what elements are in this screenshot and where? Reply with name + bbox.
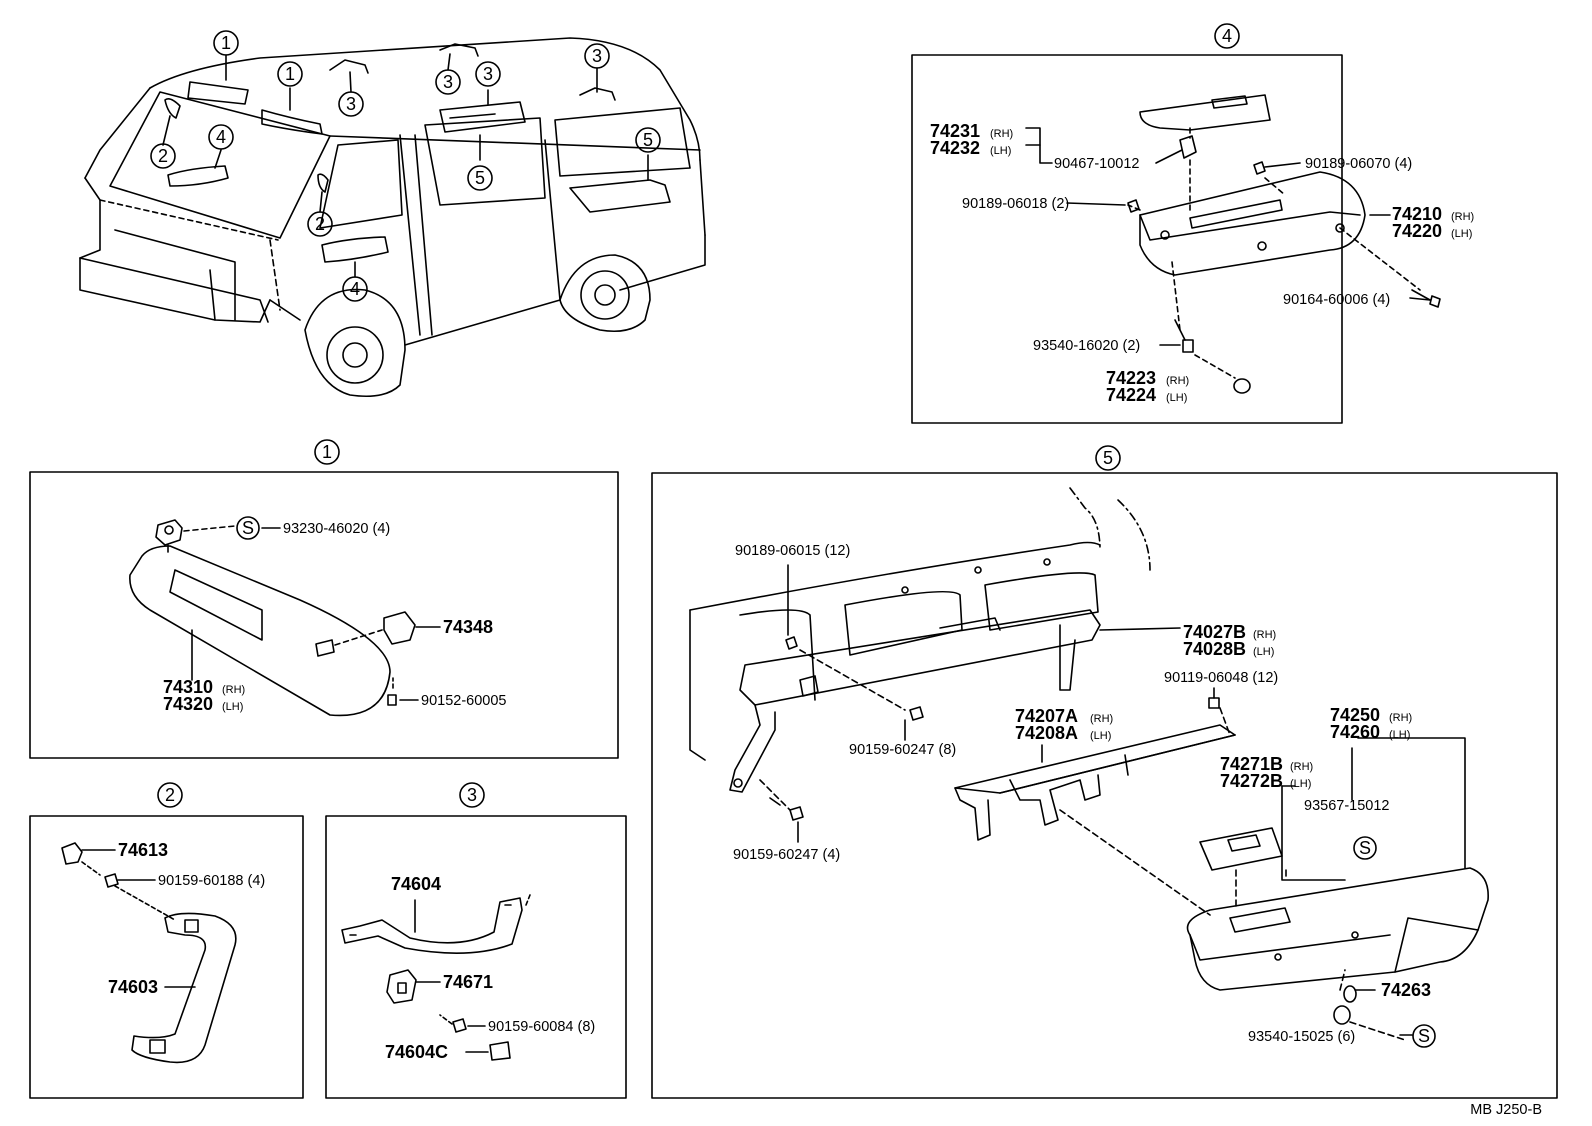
panel-1-title: 1 [322, 442, 332, 462]
part-90152-60005: 90152-60005 [421, 693, 506, 709]
panel-3-frame [325, 815, 627, 1099]
part-74207A: 74207A [1015, 706, 1078, 726]
part-74220: 74220 [1392, 221, 1442, 241]
side-rh: (RH) [1090, 713, 1113, 725]
side-lh: (LH) [1389, 729, 1410, 741]
callout-2a: 2 [158, 146, 168, 166]
part-74310: 74310 [163, 677, 213, 697]
part-74231: 74231 [930, 121, 980, 141]
part-93230-46020: 93230-46020 (4) [283, 521, 390, 537]
part-74603: 74603 [108, 977, 158, 997]
panel-5-title: 5 [1103, 448, 1113, 468]
part-74223: 74223 [1106, 368, 1156, 388]
part-74271B: 74271B [1220, 754, 1283, 774]
side-lh: (LH) [990, 145, 1011, 157]
part-74263: 74263 [1381, 980, 1431, 1000]
part-90159-60084: 90159-60084 (8) [488, 1019, 595, 1035]
panel-1-parts [129, 519, 441, 717]
part-74028B: 74028B [1183, 639, 1246, 659]
part-74260: 74260 [1330, 722, 1380, 742]
van-callout-labels: 1 1 2 4 3 3 3 3 5 5 2 4 [158, 33, 653, 299]
part-90119-06048: 90119-06048 (12) [1164, 670, 1278, 686]
side-rh: (RH) [1451, 211, 1474, 223]
panel-5-labels: 90189-06015 (12) 74027B (RH) 74028B (LH)… [733, 543, 1431, 1046]
side-lh: (LH) [1253, 646, 1274, 658]
panel-5-parts [689, 487, 1489, 1041]
part-93540-16020: 93540-16020 (2) [1033, 338, 1140, 354]
panel-1-frame [29, 471, 619, 759]
footer-code: MB J250-B [1470, 1102, 1542, 1118]
callout-3a: 3 [346, 94, 356, 114]
panel-1-labels: S 93230-46020 (4) 74348 74310 (RH) 74320… [163, 518, 506, 714]
part-74604: 74604 [391, 874, 441, 894]
panel-4-title: 4 [1222, 26, 1232, 46]
panel-5-frame [651, 472, 1558, 1099]
part-90159-60247-8: 90159-60247 (8) [849, 742, 956, 758]
part-74320: 74320 [163, 694, 213, 714]
part-90189-06070: 90189-06070 (4) [1305, 156, 1412, 172]
panel-titles: 4 1 5 2 3 [165, 26, 1232, 805]
panel-2-parts [61, 842, 237, 1064]
panel-3-labels: 74604 74671 90159-60084 (8) 74604C [385, 874, 595, 1062]
side-rh: (RH) [990, 128, 1013, 140]
part-90189-06015: 90189-06015 (12) [735, 543, 850, 559]
side-lh: (LH) [1290, 778, 1311, 790]
symbol-s: S [1359, 838, 1371, 858]
part-74272B: 74272B [1220, 771, 1283, 791]
callout-5b: 5 [643, 130, 653, 150]
panel-4-frame [911, 54, 1343, 424]
side-rh: (RH) [1290, 761, 1313, 773]
panel-2-labels: 74613 90159-60188 (4) 74603 [108, 840, 265, 997]
side-rh: (RH) [1166, 375, 1189, 387]
callout-5a: 5 [475, 168, 485, 188]
part-74613: 74613 [118, 840, 168, 860]
part-74348: 74348 [443, 617, 493, 637]
part-74224: 74224 [1106, 385, 1156, 405]
callout-3d: 3 [592, 46, 602, 66]
panel-4-labels: 74231 (RH) 74232 (LH) 90467-10012 90189-… [930, 121, 1474, 405]
side-lh: (LH) [1090, 730, 1111, 742]
part-74250: 74250 [1330, 705, 1380, 725]
callout-3b: 3 [443, 72, 453, 92]
part-93567-15012: 93567-15012 [1304, 798, 1389, 814]
van-callouts [150, 30, 661, 302]
part-90164-60006: 90164-60006 (4) [1283, 292, 1390, 308]
callout-4b: 4 [350, 279, 360, 299]
side-lh: (LH) [1166, 392, 1187, 404]
callout-1b: 1 [285, 64, 295, 84]
part-74232: 74232 [930, 138, 980, 158]
panel-2-title: 2 [165, 785, 175, 805]
side-rh: (RH) [222, 684, 245, 696]
panel-3-title: 3 [467, 785, 477, 805]
part-74027B: 74027B [1183, 622, 1246, 642]
side-rh: (RH) [1389, 712, 1412, 724]
part-74208A: 74208A [1015, 723, 1078, 743]
side-lh: (LH) [1451, 228, 1472, 240]
symbol-s: S [1418, 1026, 1430, 1046]
panel-4-parts [1025, 94, 1441, 394]
callout-4a: 4 [216, 127, 226, 147]
part-90189-06018: 90189-06018 (2) [962, 196, 1069, 212]
panel-2-frame [29, 815, 304, 1099]
part-93540-15025: 93540-15025 (6) [1248, 1029, 1355, 1045]
part-90467-10012: 90467-10012 [1054, 156, 1139, 172]
van-illustration [79, 37, 706, 398]
callout-1a: 1 [221, 33, 231, 53]
side-lh: (LH) [222, 701, 243, 713]
part-74671: 74671 [443, 972, 493, 992]
callout-2b: 2 [315, 214, 325, 234]
side-rh: (RH) [1253, 629, 1276, 641]
callout-3c: 3 [483, 64, 493, 84]
panel-3-parts [341, 894, 531, 1061]
symbol-s: S [242, 518, 254, 538]
part-90159-60247-4: 90159-60247 (4) [733, 847, 840, 863]
part-74604C: 74604C [385, 1042, 448, 1062]
part-90159-60188: 90159-60188 (4) [158, 873, 265, 889]
part-74210: 74210 [1392, 204, 1442, 224]
